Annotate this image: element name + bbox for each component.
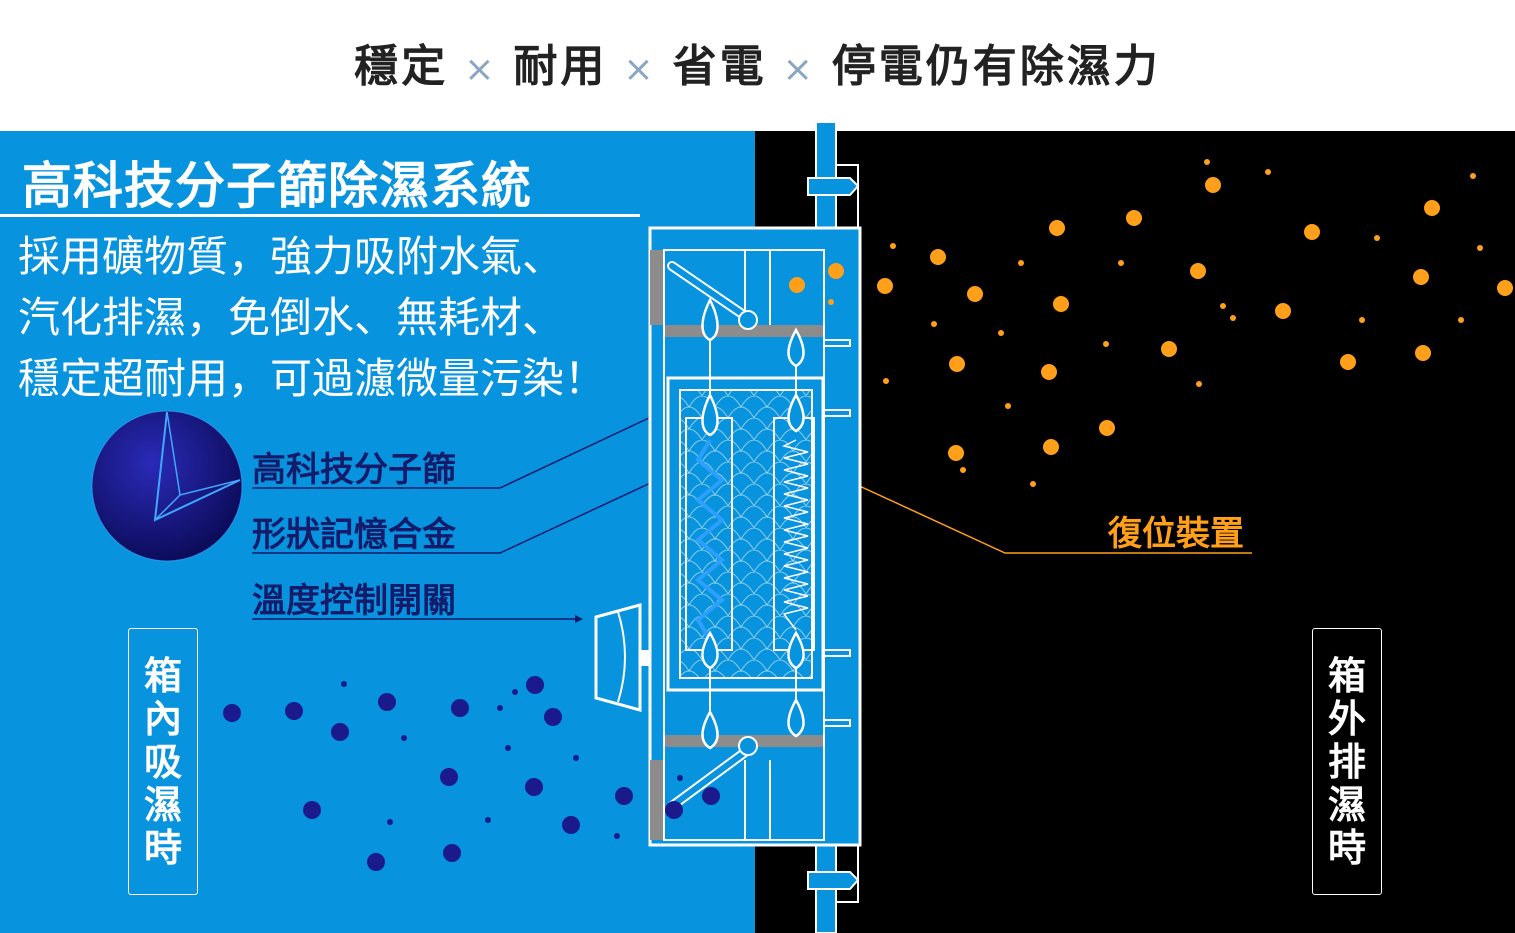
vertical-label-char: 濕 bbox=[1327, 783, 1366, 827]
vertical-label-char: 外 bbox=[1327, 697, 1366, 741]
vertical-label-char: 吸 bbox=[143, 740, 182, 784]
vertical-label-char: 箱 bbox=[143, 654, 182, 698]
outside-box-panel bbox=[755, 131, 1515, 933]
description-line: 採用礦物質，強力吸附水氣、 bbox=[18, 232, 565, 281]
vertical-label-char: 時 bbox=[1327, 826, 1366, 870]
inside-absorb-label: 箱內吸濕時 bbox=[128, 628, 198, 895]
dehumidifier-device bbox=[648, 121, 862, 933]
headline-separator: × bbox=[623, 49, 657, 90]
label-reset-device: 復位裝置 bbox=[1108, 514, 1244, 554]
headline-item-stable: 穩定 bbox=[354, 41, 449, 92]
vertical-label-char: 時 bbox=[143, 826, 182, 870]
moisture-particles bbox=[223, 676, 720, 871]
inside-absorb-text: 箱內吸濕時 bbox=[129, 655, 197, 870]
system-title: 高科技分子篩除濕系統 bbox=[22, 157, 532, 215]
label-molecular-sieve: 高科技分子篩 bbox=[252, 450, 456, 490]
headline-item-power-outage: 停電仍有除濕力 bbox=[831, 41, 1161, 92]
outside-exhaust-label: 箱外排濕時 bbox=[1312, 628, 1382, 895]
headline-separator: × bbox=[464, 49, 498, 90]
vertical-label-char: 排 bbox=[1327, 740, 1366, 784]
headline-item-durable: 耐用 bbox=[513, 41, 608, 92]
temperature-switch-icon bbox=[594, 603, 650, 712]
callout-lines bbox=[252, 393, 1252, 623]
label-temperature-switch: 溫度控制開關 bbox=[252, 581, 456, 621]
outside-exhaust-text: 箱外排濕時 bbox=[1313, 655, 1381, 870]
headline-item-power-saving: 省電 bbox=[672, 41, 767, 92]
vertical-label-char: 箱 bbox=[1327, 654, 1366, 698]
description-line: 穩定超耐用，可過濾微量污染！ bbox=[18, 354, 607, 403]
vertical-label-char: 內 bbox=[143, 697, 182, 741]
vapor-particles bbox=[789, 159, 1513, 487]
headline: 穩定 × 耐用 × 省電 × 停電仍有除濕力 bbox=[0, 30, 1515, 94]
headline-separator: × bbox=[782, 49, 816, 90]
molecular-sieve-icon bbox=[91, 410, 243, 562]
label-shape-memory-alloy: 形狀記憶合金 bbox=[252, 515, 456, 555]
system-description: 採用礦物質，強力吸附水氣、 汽化排濕，免倒水、無耗材、 穩定超耐用，可過濾微量污… bbox=[18, 226, 606, 409]
title-divider bbox=[0, 214, 640, 217]
vertical-label-char: 濕 bbox=[143, 783, 182, 827]
description-line: 汽化排濕，免倒水、無耗材、 bbox=[18, 293, 565, 342]
